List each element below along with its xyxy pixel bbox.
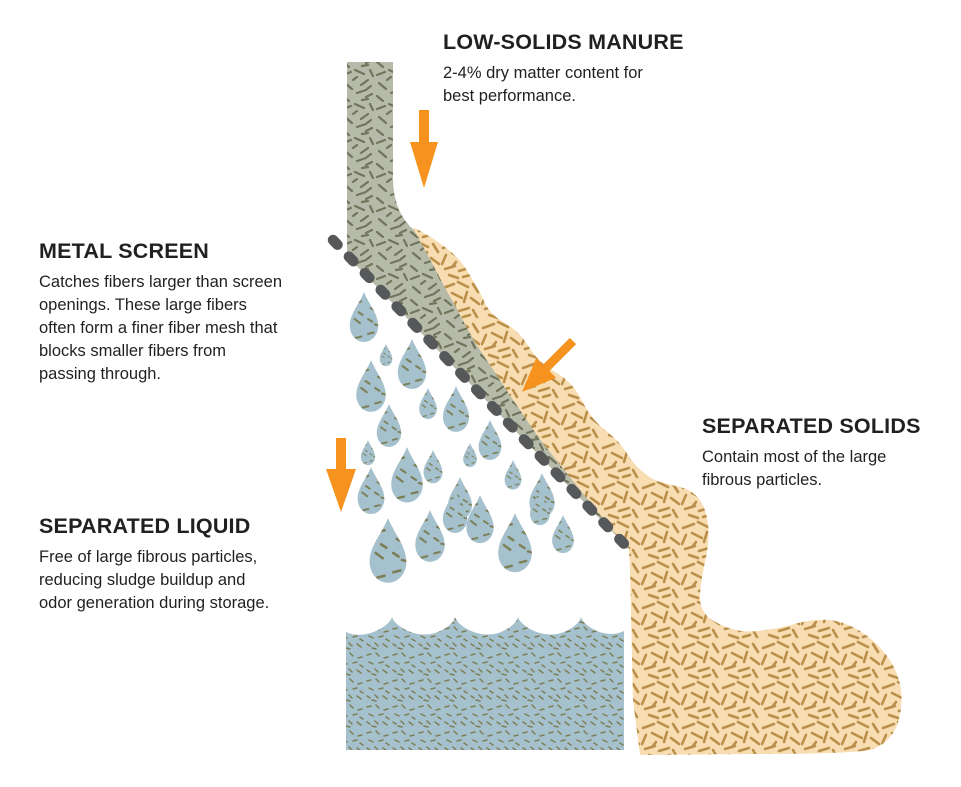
- separated-solids-title: SEPARATED SOLIDS: [702, 414, 921, 438]
- separated-solids-shape: [352, 228, 902, 755]
- label-metal-screen: METAL SCREEN Catches fibers larger than …: [39, 239, 349, 386]
- separated-solids-body: Contain most of the large fibrous partic…: [702, 448, 887, 489]
- separated-liquid-title: SEPARATED LIQUID: [39, 514, 251, 538]
- label-separated-liquid: SEPARATED LIQUID Free of large fibrous p…: [39, 514, 339, 615]
- low-solids-manure-title: LOW-SOLIDS MANURE: [443, 30, 684, 54]
- separated-liquid-body: Free of large fibrous particles, reducin…: [39, 548, 270, 612]
- label-separated-solids: SEPARATED SOLIDS Contain most of the lar…: [702, 414, 952, 492]
- low-solids-manure-body: 2-4% dry matter content for best perform…: [443, 64, 643, 105]
- metal-screen-title: METAL SCREEN: [39, 239, 210, 263]
- liquid-pool-shape: [346, 617, 624, 750]
- liquid-down-arrow-icon: [326, 438, 356, 512]
- metal-screen-dashes: [327, 234, 634, 554]
- manure-down-arrow-icon: [410, 110, 438, 188]
- label-low-solids-manure: LOW-SOLIDS MANURE 2-4% dry matter conten…: [443, 30, 703, 108]
- solids-diagonal-arrow-icon: [522, 337, 577, 392]
- metal-screen-body: Catches fibers larger than screen openin…: [39, 273, 283, 383]
- manure-stream-shape: [347, 62, 629, 549]
